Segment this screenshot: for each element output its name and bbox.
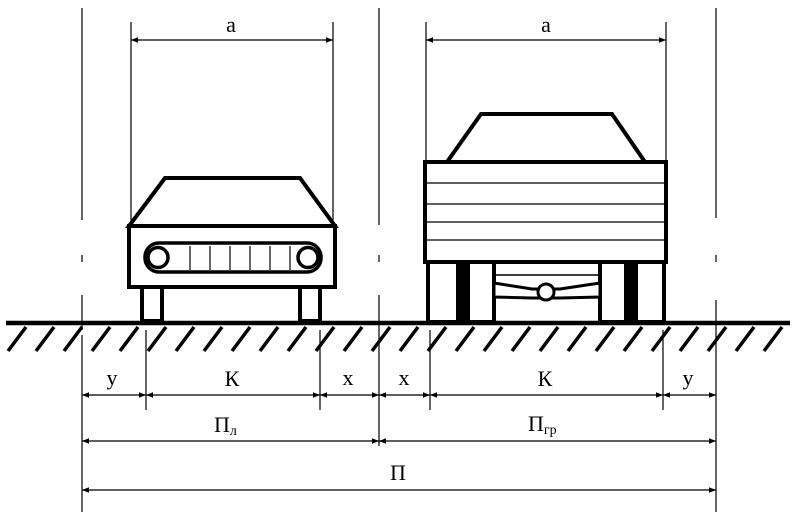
label-y-left: у <box>107 365 118 390</box>
label-y-right: у <box>683 365 694 390</box>
road-surface <box>6 320 790 353</box>
label-k-right: К <box>538 366 553 391</box>
label-p-gr: Пгр <box>528 411 557 438</box>
passenger-car <box>125 176 339 323</box>
label-x-left: х <box>343 365 354 390</box>
label-a-right: а <box>541 12 551 37</box>
dimension-lines <box>82 37 716 493</box>
dimension-labels: а а у К х х К у Пл Пгр П <box>107 12 694 485</box>
label-a-left: а <box>226 12 236 37</box>
reference-lines <box>81 8 717 512</box>
label-x-right: х <box>399 365 410 390</box>
truck <box>423 112 668 324</box>
label-p-total: П <box>390 460 406 485</box>
label-p-l: Пл <box>214 412 237 439</box>
label-k-left: К <box>225 366 240 391</box>
